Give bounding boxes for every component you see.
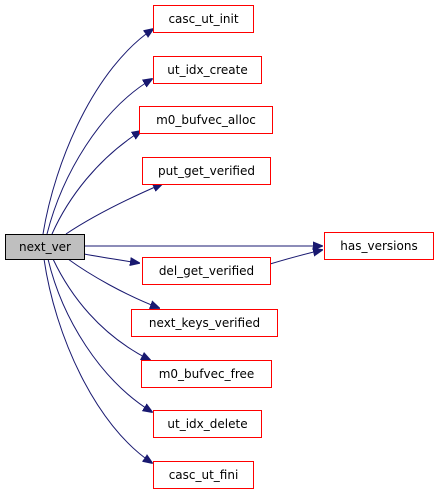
edge-next-ver-to-del-get-verified <box>83 253 139 263</box>
edge-del-get-verified-to-has-versions <box>269 250 322 265</box>
edge-next-ver-to-m0-bufvec-free <box>52 258 150 360</box>
edge-next-ver-to-next-keys-verified <box>67 258 159 308</box>
edge-next-ver-to-ut-idx-delete <box>47 258 152 412</box>
node-label-next-keys-verified: next_keys_verified <box>149 316 260 330</box>
node-box-m0-bufvec-alloc <box>139 106 273 134</box>
edge-next-ver-to-casc-ut-fini <box>43 258 152 463</box>
node-has-versions[interactable]: has_versions <box>324 232 434 260</box>
edge-next-ver-to-put-get-verified <box>65 184 162 235</box>
edge-next-ver-to-casc-ut-init <box>42 29 153 235</box>
node-label-next-ver: next_ver <box>19 240 71 254</box>
node-casc-ut-init[interactable]: casc_ut_init <box>153 5 254 33</box>
node-ut-idx-create[interactable]: ut_idx_create <box>153 56 262 84</box>
node-box-next-ver <box>5 234 85 260</box>
node-label-put-get-verified: put_get_verified <box>158 164 255 178</box>
edge-next-ver-to-m0-bufvec-alloc <box>51 131 141 235</box>
node-box-casc-ut-fini <box>153 461 254 489</box>
node-label-casc-ut-init: casc_ut_init <box>168 12 238 26</box>
node-box-next-keys-verified <box>131 309 278 337</box>
node-label-m0-bufvec-alloc: m0_bufvec_alloc <box>156 113 256 127</box>
node-next-ver: next_ver <box>5 234 85 260</box>
node-next-keys-verified[interactable]: next_keys_verified <box>131 309 278 337</box>
node-box-del-get-verified <box>142 257 271 285</box>
node-box-m0-bufvec-free <box>141 360 272 388</box>
node-m0-bufvec-free[interactable]: m0_bufvec_free <box>141 360 272 388</box>
node-label-has-versions: has_versions <box>340 239 417 253</box>
node-m0-bufvec-alloc[interactable]: m0_bufvec_alloc <box>139 106 273 134</box>
node-casc-ut-fini[interactable]: casc_ut_fini <box>153 461 254 489</box>
node-put-get-verified[interactable]: put_get_verified <box>142 157 271 185</box>
node-label-m0-bufvec-free: m0_bufvec_free <box>159 367 255 381</box>
node-box-put-get-verified <box>142 157 271 185</box>
node-label-del-get-verified: del_get_verified <box>159 264 254 278</box>
node-box-has-versions <box>324 232 434 260</box>
node-box-ut-idx-create <box>153 56 262 84</box>
node-ut-idx-delete[interactable]: ut_idx_delete <box>153 410 262 438</box>
node-box-casc-ut-init <box>153 5 254 33</box>
node-label-ut-idx-create: ut_idx_create <box>167 63 247 77</box>
edge-next-ver-to-ut-idx-create <box>46 79 152 235</box>
node-del-get-verified[interactable]: del_get_verified <box>142 257 271 285</box>
node-label-casc-ut-fini: casc_ut_fini <box>169 468 239 482</box>
node-label-ut-idx-delete: ut_idx_delete <box>167 417 247 431</box>
node-box-ut-idx-delete <box>153 410 262 438</box>
